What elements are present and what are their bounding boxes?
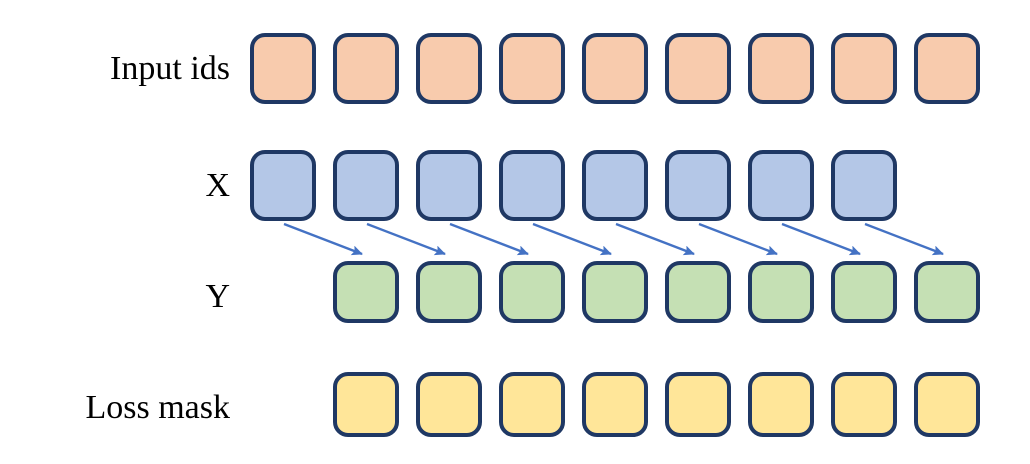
row-label-input-ids: Input ids xyxy=(110,49,230,87)
shift-arrow-2 xyxy=(366,222,446,256)
token-cell-input-ids-9 xyxy=(914,33,980,104)
token-cell-x-5 xyxy=(582,150,648,221)
token-cell-x-8 xyxy=(831,150,897,221)
token-cell-x-2 xyxy=(333,150,399,221)
token-cell-x-4 xyxy=(499,150,565,221)
token-cell-input-ids-7 xyxy=(748,33,814,104)
token-cell-y-8 xyxy=(914,261,980,323)
shift-arrow-7 xyxy=(781,222,861,256)
token-cell-input-ids-1 xyxy=(250,33,316,104)
token-cell-y-2 xyxy=(416,261,482,323)
token-row-x xyxy=(250,150,897,221)
token-cell-y-5 xyxy=(665,261,731,323)
row-label-x-wrap: X xyxy=(0,150,230,221)
token-row-y xyxy=(333,261,980,323)
shift-arrow-3 xyxy=(449,222,529,256)
shift-arrow-4 xyxy=(532,222,612,256)
token-cell-loss-mask-1 xyxy=(333,372,399,437)
shift-arrow-8 xyxy=(864,222,944,256)
token-row-input-ids xyxy=(250,33,980,104)
shift-arrow-5 xyxy=(615,222,695,256)
shift-arrow-1 xyxy=(283,222,363,256)
token-cell-loss-mask-8 xyxy=(914,372,980,437)
token-cell-input-ids-2 xyxy=(333,33,399,104)
token-cell-x-3 xyxy=(416,150,482,221)
row-label-input-ids-wrap: Input ids xyxy=(0,33,230,104)
token-cell-y-1 xyxy=(333,261,399,323)
token-cell-loss-mask-2 xyxy=(416,372,482,437)
token-row-loss-mask xyxy=(333,372,980,437)
token-cell-loss-mask-6 xyxy=(748,372,814,437)
token-cell-input-ids-6 xyxy=(665,33,731,104)
token-cell-y-7 xyxy=(831,261,897,323)
row-label-y: Y xyxy=(205,277,230,315)
token-cell-loss-mask-4 xyxy=(582,372,648,437)
token-cell-loss-mask-5 xyxy=(665,372,731,437)
token-cell-y-4 xyxy=(582,261,648,323)
row-label-x: X xyxy=(205,166,230,204)
shift-arrow-6 xyxy=(698,222,778,256)
row-label-loss-mask-wrap: Loss mask xyxy=(0,372,231,443)
row-label-y-wrap: Y xyxy=(0,261,230,332)
token-cell-x-7 xyxy=(748,150,814,221)
token-cell-input-ids-8 xyxy=(831,33,897,104)
token-cell-input-ids-5 xyxy=(582,33,648,104)
token-cell-input-ids-4 xyxy=(499,33,565,104)
token-cell-loss-mask-3 xyxy=(499,372,565,437)
token-cell-y-6 xyxy=(748,261,814,323)
row-label-loss-mask: Loss mask xyxy=(85,388,231,426)
token-cell-input-ids-3 xyxy=(416,33,482,104)
token-cell-x-1 xyxy=(250,150,316,221)
token-cell-loss-mask-7 xyxy=(831,372,897,437)
token-cell-y-3 xyxy=(499,261,565,323)
token-cell-x-6 xyxy=(665,150,731,221)
